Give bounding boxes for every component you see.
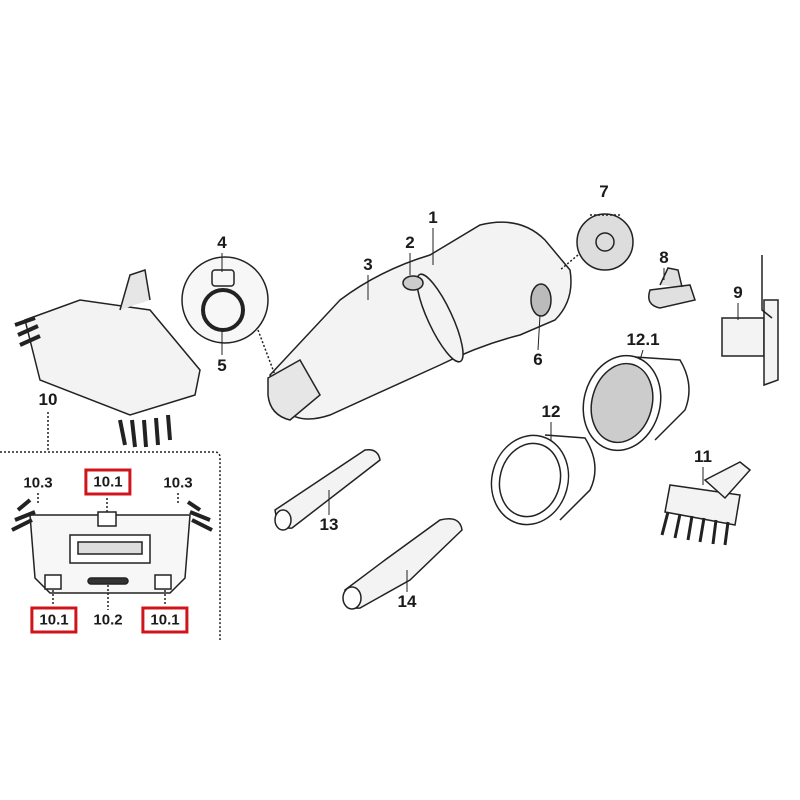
part-10-floor-head [14,269,201,448]
label-part-13: 13 [319,515,339,534]
label-part-5: 5 [217,356,227,375]
label-part-11: 11 [694,447,712,466]
part-11-brush [660,461,752,546]
label-part-10-3-right: 10.3 [163,474,193,492]
label-part-9: 9 [733,283,743,302]
part-7-disc [576,213,634,271]
part-8 [648,267,696,309]
label-part-10-2: 10.2 [93,611,123,629]
label-part-2: 2 [405,233,415,252]
label-part-7: 7 [599,182,609,201]
floor-head-underside [11,498,213,594]
label-part-10-1-left-highlighted: 10.1 [30,606,78,634]
label-part-14: 14 [397,592,417,611]
callout-circle-4-5 [181,256,269,344]
label-part-8: 8 [659,248,669,267]
part-12-1-filter [582,354,690,452]
label-part-4: 4 [217,233,227,252]
label-part-10: 10 [38,390,58,409]
label-part-12: 12 [541,402,561,421]
label-part-10-1-top-highlighted: 10.1 [84,468,132,496]
label-part-3: 3 [363,255,373,274]
part-12-filter-cup [490,434,596,526]
label-part-10-3-left: 10.3 [23,474,53,492]
label-part-6: 6 [533,350,543,369]
label-part-12-1: 12.1 [626,330,660,349]
label-part-1: 1 [428,208,438,227]
label-part-10-1-right-highlighted: 10.1 [141,606,189,634]
vacuum-body [267,221,572,421]
part-9-charger [721,255,779,387]
